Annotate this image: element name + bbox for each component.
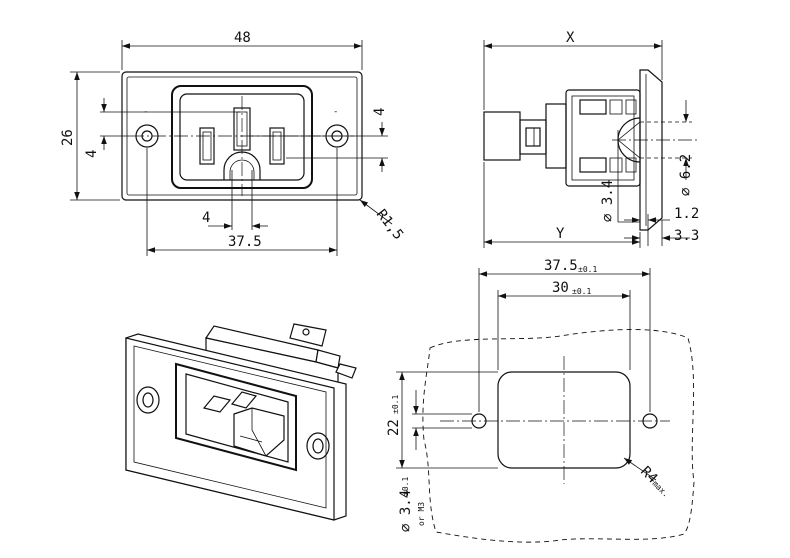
hole-spacing-dimension: 37.5: [228, 234, 262, 250]
cutout-radius-note: max.: [651, 479, 671, 499]
side-view: X Y ⌀ 6.2 ⌀ 3.4 1.2 3.3: [483, 30, 700, 248]
cutout-hole-tolerance: ±0.1: [401, 477, 410, 496]
height-dimension: 26: [60, 129, 76, 146]
cutout-hole-note: or M3: [417, 502, 426, 526]
right-hole-mark: -: [333, 107, 338, 117]
cutout-outer-tolerance: ±0.1: [578, 265, 597, 274]
slot-dimension: 4: [202, 210, 210, 226]
cutout-height-tolerance: ±0.1: [391, 395, 400, 414]
pin-diameter-dimension: ⌀ 6.2: [678, 154, 694, 196]
flange-depth-dimension: 3.3: [674, 228, 699, 244]
contact-left: [199, 127, 215, 165]
flange-thickness-dimension: 1.2: [674, 206, 699, 222]
side-bottom-dimension: Y: [556, 226, 565, 242]
cutout-outer-dimension: 37.5: [544, 258, 578, 274]
cutout-inner-dimension: 30: [552, 280, 569, 296]
cutout-hole-dimension: ⌀ 3.4: [398, 490, 414, 532]
width-dimension: 48: [234, 30, 251, 46]
radius-dimension: R1,5: [373, 207, 406, 243]
hole-diameter-dimension: ⌀ 3.4: [600, 180, 616, 222]
cutout-height-dimension: 22: [386, 419, 402, 436]
isometric-view: [125, 323, 357, 521]
front-view: - - 48 26 4 4 4: [60, 30, 406, 256]
offset-left-dimension: 4: [84, 150, 100, 158]
panel-cutout: 37.5 ±0.1 30 ±0.1 22 ±0.1 ⌀ 3.4 ±0.1 or …: [386, 258, 695, 543]
offset-right-dimension: 4: [372, 108, 388, 116]
side-top-dimension: X: [566, 30, 575, 46]
cutout-inner-tolerance: ±0.1: [572, 287, 591, 296]
contact-right: [269, 127, 285, 165]
